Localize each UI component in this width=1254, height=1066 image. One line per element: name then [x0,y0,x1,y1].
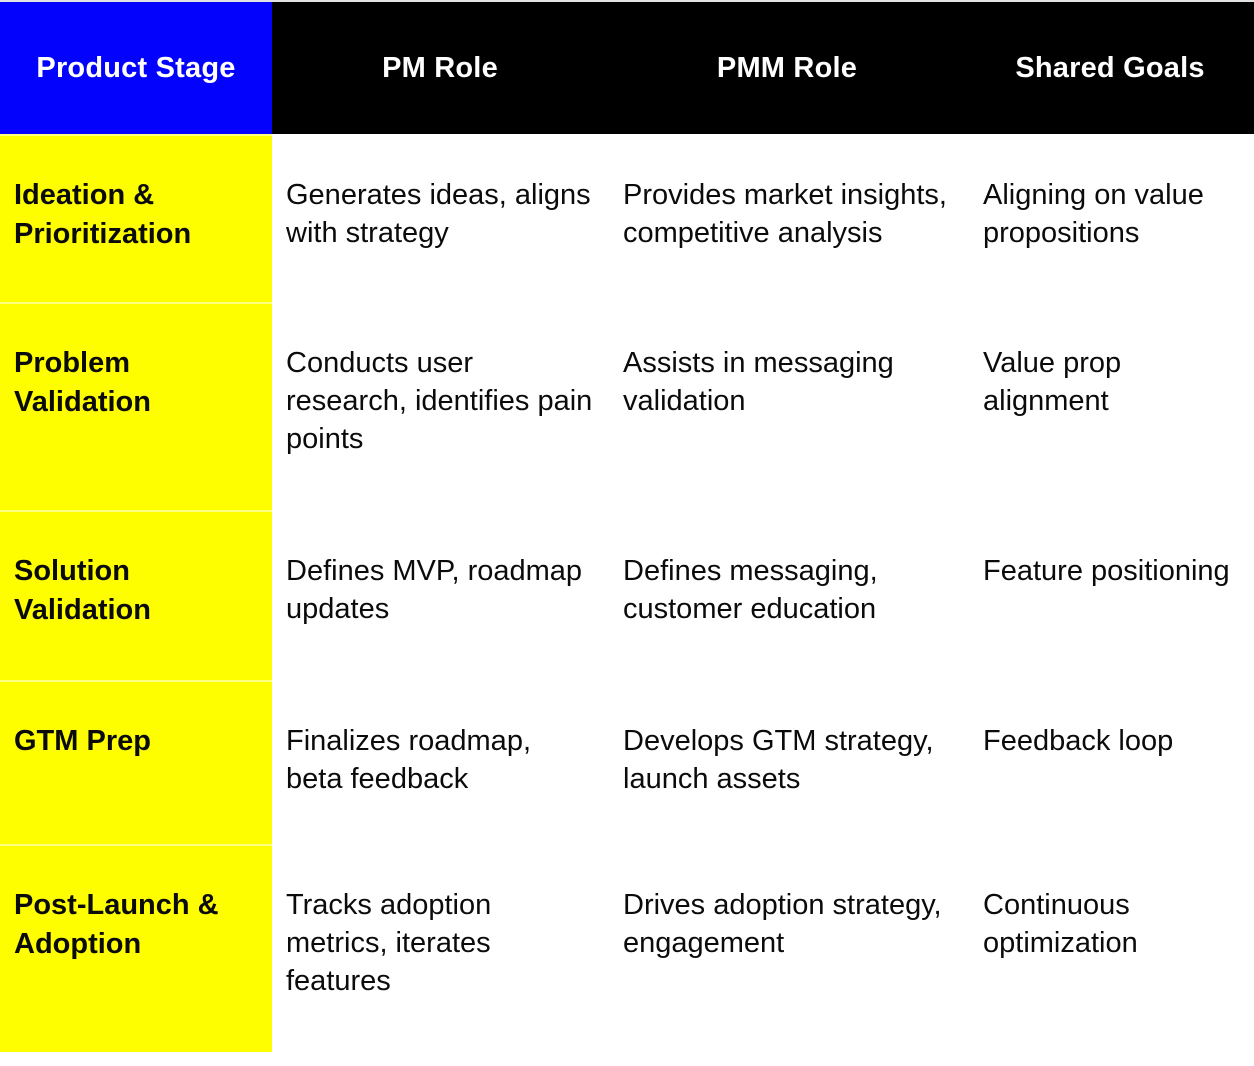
pmm-role-cell: Assists in messaging validation [608,302,966,510]
pmm-role-cell: Defines messaging, customer education [608,510,966,680]
shared-goals-cell: Feedback loop [966,680,1254,844]
pmm-role-cell: Drives adoption strategy, engagement [608,844,966,1052]
shared-goals-cell: Continuous optimization [966,844,1254,1052]
shared-goals-cell: Value prop alignment [966,302,1254,510]
pm-role-cell: Tracks adoption metrics, iterates featur… [272,844,608,1052]
shared-goals-cell: Aligning on value propositions [966,134,1254,302]
stage-cell: Post-Launch & Adoption [0,844,272,1052]
column-header-pmm-role: PMM Role [608,2,966,134]
column-header-pm-role: PM Role [272,2,608,134]
pmm-role-cell: Provides market insights, competitive an… [608,134,966,302]
pm-role-cell: Generates ideas, aligns with strategy [272,134,608,302]
column-header-shared-goals: Shared Goals [966,2,1254,134]
column-header-product-stage: Product Stage [0,2,272,134]
table-row-solution-validation: Solution Validation Defines MVP, roadmap… [0,510,1254,680]
table-row-ideation: Ideation & Prioritization Generates idea… [0,134,1254,302]
table-header-row: Product Stage PM Role PMM Role Shared Go… [0,2,1254,134]
stage-cell: Problem Validation [0,302,272,510]
pmm-role-cell: Develops GTM strategy, launch assets [608,680,966,844]
pm-role-cell: Defines MVP, roadmap updates [272,510,608,680]
stage-cell: Solution Validation [0,510,272,680]
stage-cell: GTM Prep [0,680,272,844]
stage-cell: Ideation & Prioritization [0,134,272,302]
pm-role-cell: Conducts user research, identifies pain … [272,302,608,510]
shared-goals-cell: Feature positioning [966,510,1254,680]
table-row-gtm-prep: GTM Prep Finalizes roadmap, beta feedbac… [0,680,1254,844]
table-row-problem-validation: Problem Validation Conducts user researc… [0,302,1254,510]
table-row-post-launch: Post-Launch & Adoption Tracks adoption m… [0,844,1254,1052]
pm-role-cell: Finalizes roadmap, beta feedback [272,680,608,844]
